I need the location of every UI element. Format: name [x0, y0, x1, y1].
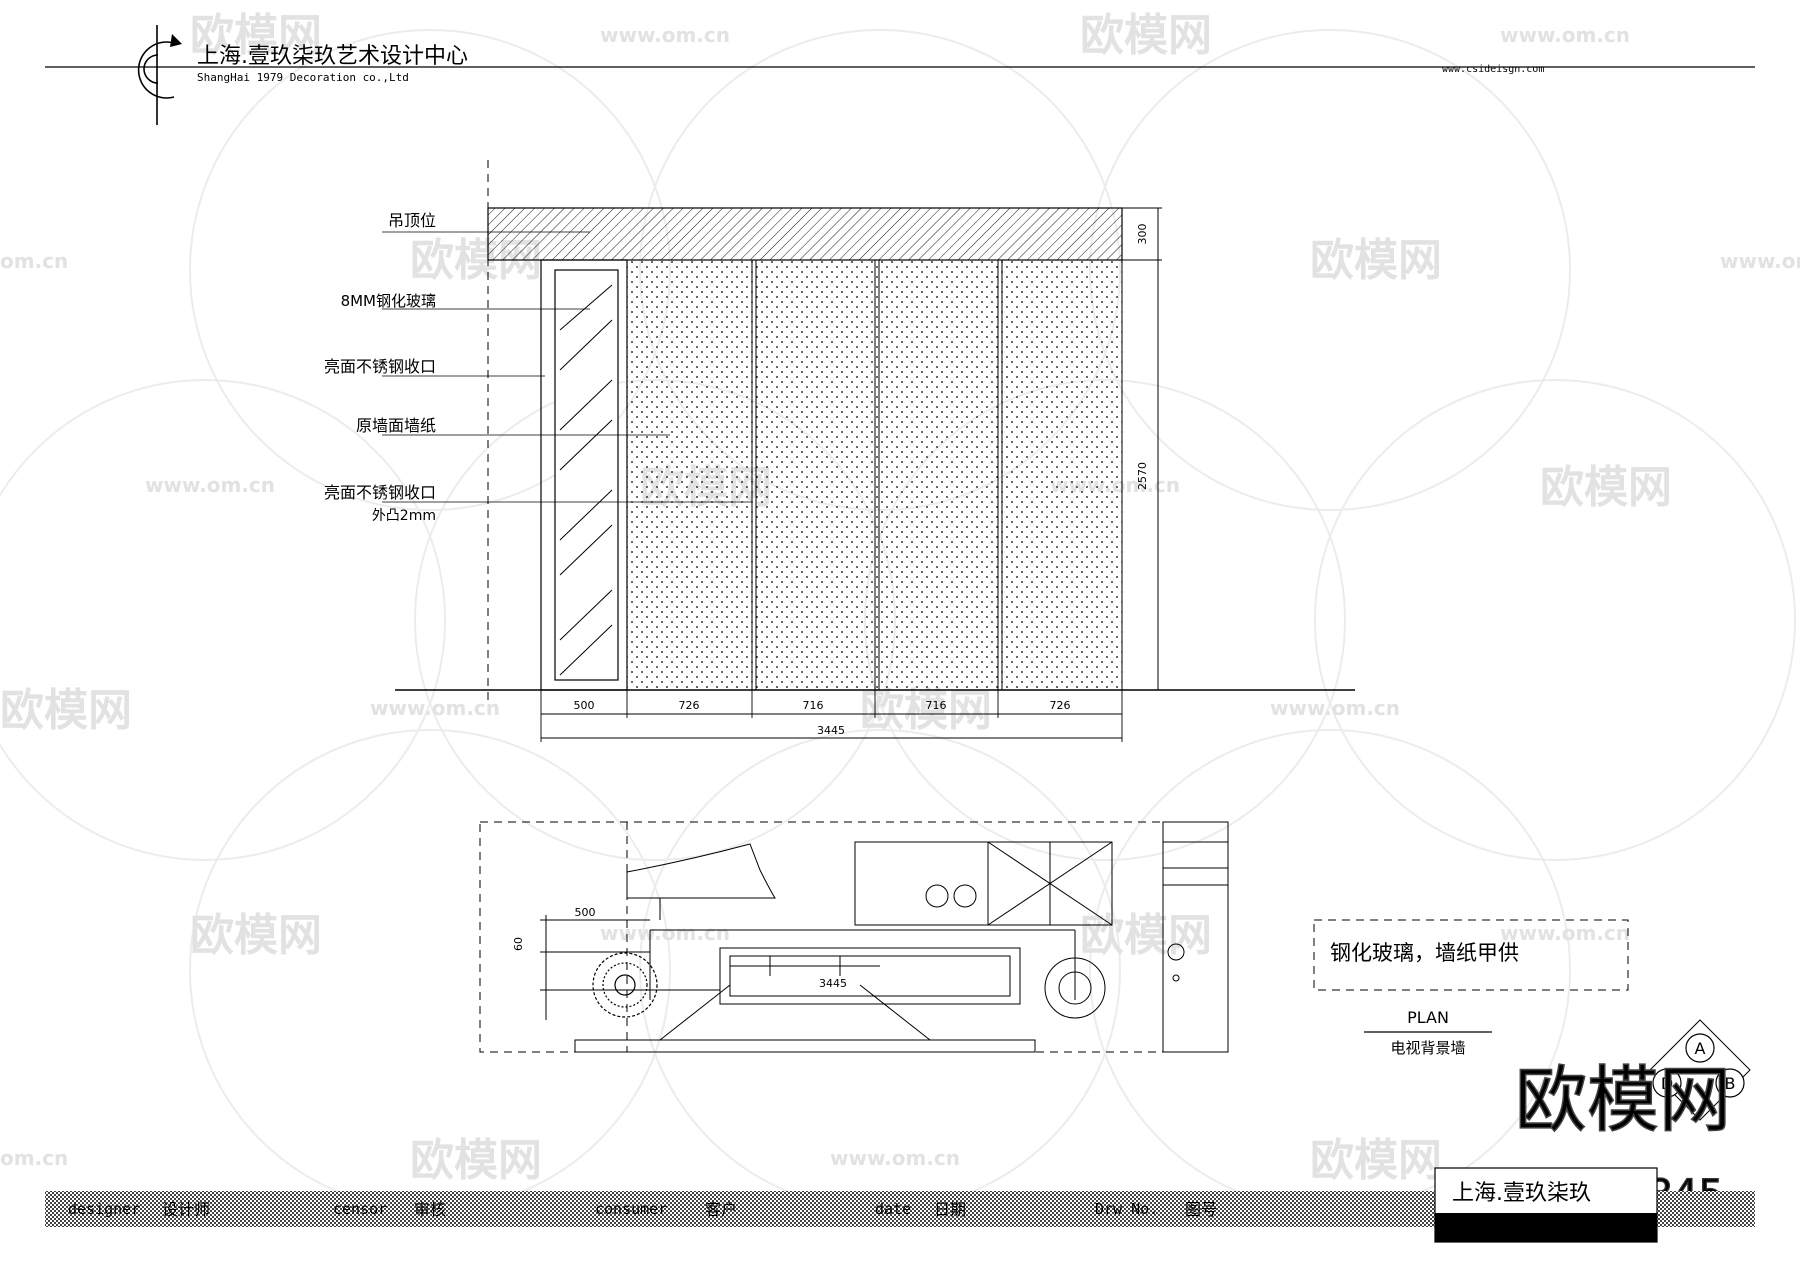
watermark-url: www.om.cn [1500, 921, 1630, 945]
watermark-url: www.om.cn [145, 473, 275, 497]
plan-title: PLAN [1407, 1008, 1449, 1027]
compass-b: B [1725, 1074, 1736, 1093]
plan-dim-60: 60 [512, 937, 525, 951]
compass-rose: A B D [1649, 1019, 1751, 1121]
plant-symbol [592, 952, 658, 1018]
dim-wall-height: 2570 [1136, 462, 1149, 490]
note-box [1313, 919, 1629, 991]
watermark-url: om.cn [0, 1146, 68, 1170]
watermark-logo: 欧模网 [1540, 462, 1672, 513]
company-logo [137, 25, 182, 125]
watermark-url: www.om.cn [600, 23, 730, 47]
dim-ceiling-height: 300 [1136, 224, 1149, 245]
annotation-ceiling: 吊顶位 [388, 211, 436, 230]
watermark-url: om.cn [0, 249, 68, 273]
company-name-cn: 上海.壹玖柒玖艺术设计中心 [197, 44, 468, 69]
title-block: designer 设计师 censor 审核 consumer 客户 date … [45, 1167, 1755, 1243]
dim-panel-1: 500 [574, 699, 595, 712]
date-label-cn: 日期 [934, 1200, 966, 1219]
company-website: www.csideisgn.com [1442, 64, 1544, 75]
watermark-url: www.om.cn [370, 696, 500, 720]
watermark-logo: 欧模网 [1310, 235, 1442, 286]
annotation-glass: 8MM钢化玻璃 [341, 292, 436, 310]
elevation-drawing: 吊顶位 8MM钢化玻璃 亮面不锈钢收口 原墙面墙纸 亮面不锈钢收口 外凸2mm … [324, 160, 1355, 742]
dim-panel-4: 716 [926, 699, 947, 712]
watermark-url: www.om.cn [1720, 249, 1800, 273]
designer-label-en: designer [68, 1200, 140, 1218]
watermark-url: www.om.cn [1270, 696, 1400, 720]
watermark-logo: 欧模网 [190, 10, 322, 61]
dim-panel-5: 726 [1050, 699, 1071, 712]
watermark-logo: 欧模网 [190, 910, 322, 961]
watermark-logo: 欧模网 [1080, 910, 1212, 961]
compass-d: D [1661, 1074, 1673, 1093]
glass-hatch [559, 284, 613, 676]
watermark-logo: 欧模网 [1310, 1135, 1442, 1186]
watermark-url: www.om.cn [1500, 23, 1630, 47]
annotation-protrusion: 外凸2mm [372, 508, 436, 524]
dim-total-width: 3445 [817, 724, 845, 737]
header: 上海.壹玖柒玖艺术设计中心 ShangHai 1979 Decoration c… [45, 25, 1755, 125]
company-stamp-bar [1435, 1213, 1657, 1242]
watermark-logo: 欧模网 [860, 685, 992, 736]
consumer-label-cn: 客户 [705, 1200, 737, 1219]
date-label-en: date [875, 1200, 911, 1218]
plan-drawing: 500 60 3445 钢化玻璃，墙纸甲供 PLAN 电视背景墙 [479, 821, 1629, 1057]
annotation-steel-trim-2: 亮面不锈钢收口 [324, 483, 436, 502]
watermark-logo: 欧模网 [0, 685, 132, 736]
censor-label-en: censor [333, 1200, 387, 1218]
watermark-url: www.om.cn [600, 921, 730, 945]
plan-dim-3445: 3445 [819, 977, 847, 990]
dim-panel-3: 716 [803, 699, 824, 712]
watermark-layer: 欧模网 欧模网 www.om.cn www.om.cn om.cn 欧模网 欧模… [0, 10, 1800, 1211]
consumer-label-en: consumer [595, 1200, 667, 1218]
plan-subtitle: 电视背景墙 [1390, 1039, 1465, 1057]
watermark-logo: 欧模网 [1080, 10, 1212, 61]
compass-a: A [1695, 1039, 1706, 1058]
drawing-no-label-en: Drw No. [1095, 1200, 1158, 1218]
ceiling-hatch [487, 207, 1123, 261]
annotation-wallpaper: 原墙面墙纸 [356, 416, 436, 435]
drawing-no-label-cn: 图号 [1185, 1200, 1217, 1219]
annotation-steel-trim: 亮面不锈钢收口 [324, 357, 436, 376]
designer-label-cn: 设计师 [162, 1200, 210, 1219]
dimension-lines [540, 690, 1123, 742]
company-stamp-text: 上海.壹玖柒玖 [1452, 1181, 1591, 1206]
panel-joints [751, 260, 1003, 690]
watermark-big-logo: 欧模网 [1515, 1058, 1731, 1142]
dim-panel-2: 726 [679, 699, 700, 712]
company-name-en: ShangHai 1979 Decoration co.,Ltd [197, 71, 409, 84]
leader-lines [382, 231, 752, 503]
plan-note: 钢化玻璃，墙纸甲供 [1330, 941, 1519, 965]
watermark-url: www.om.cn [830, 1146, 960, 1170]
tempered-glass-panel [554, 269, 619, 681]
plan-dim-500: 500 [575, 906, 596, 919]
censor-label-cn: 审核 [414, 1200, 446, 1219]
watermark-logo: 欧模网 [410, 1135, 542, 1186]
